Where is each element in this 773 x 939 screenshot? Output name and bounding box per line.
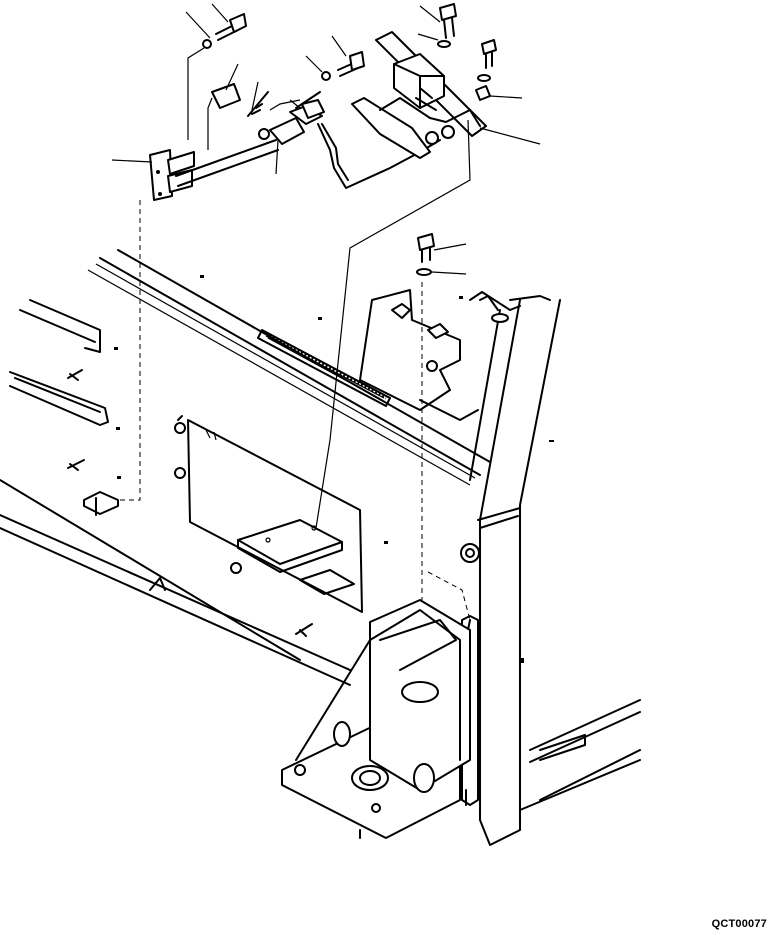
vent-grille bbox=[257, 329, 391, 407]
inner-bracket bbox=[359, 289, 479, 421]
drawing-code: QCT00077 bbox=[711, 918, 767, 930]
latch-assembly bbox=[149, 13, 325, 201]
cab-wall-panel bbox=[0, 249, 554, 686]
switch-unit bbox=[351, 31, 487, 159]
center-access-panel bbox=[174, 415, 363, 613]
cab-pillar bbox=[460, 291, 641, 846]
left-rails bbox=[9, 299, 109, 426]
mount-bracket bbox=[281, 599, 471, 839]
alignment-lines bbox=[120, 200, 471, 621]
callout-leaders bbox=[111, 3, 541, 529]
mount-bolts bbox=[416, 3, 497, 276]
bolt-washer-set bbox=[321, 51, 365, 81]
panel-clips bbox=[67, 369, 313, 637]
